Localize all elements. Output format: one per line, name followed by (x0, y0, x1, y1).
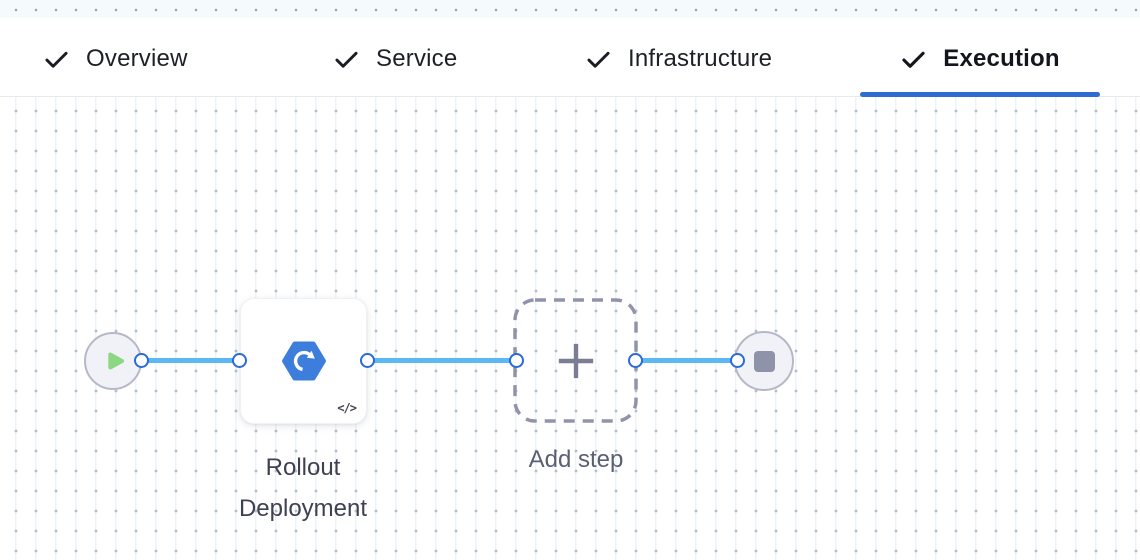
tab-service-label: Service (376, 45, 458, 72)
connector-port[interactable] (134, 353, 149, 368)
tab-overview[interactable]: Overview (43, 18, 188, 96)
check-icon (335, 51, 358, 68)
connector-line (636, 358, 738, 363)
step-label: Rollout Deployment (238, 454, 368, 522)
pipeline-start-node[interactable] (84, 332, 142, 390)
plus-icon (558, 343, 593, 378)
add-step-button[interactable] (513, 298, 638, 423)
tab-service[interactable]: Service (333, 18, 457, 96)
tab-infrastructure-label: Infrastructure (628, 45, 773, 72)
dashed-frame (513, 298, 638, 423)
stage-tab-bar: Overview Service Infrastructure Executio… (0, 18, 1140, 97)
active-tab-underline (860, 92, 1100, 97)
rolling-deployment-icon (281, 341, 326, 381)
check-icon (45, 51, 68, 68)
step-node-rollout-deployment[interactable]: </> (240, 298, 367, 424)
tab-overview-label: Overview (86, 45, 188, 72)
code-badge-icon: </> (337, 401, 357, 415)
check-icon (902, 51, 925, 68)
connector-port[interactable] (628, 353, 643, 368)
connector-line (368, 358, 517, 363)
tab-execution-label: Execution (943, 45, 1060, 72)
tab-execution[interactable]: Execution (860, 18, 1100, 97)
play-icon (108, 352, 125, 370)
connector-port[interactable] (360, 353, 375, 368)
connector-port[interactable] (730, 353, 745, 368)
connector-port[interactable] (509, 353, 524, 368)
check-icon (587, 51, 610, 68)
pipeline-canvas[interactable]: </> Rollout Deployment Add step (0, 97, 1140, 560)
connector-line (142, 358, 240, 363)
stop-icon (753, 350, 775, 372)
canvas-top-strip (0, 0, 1140, 18)
tab-infrastructure[interactable]: Infrastructure (585, 18, 772, 96)
connector-port[interactable] (232, 353, 247, 368)
add-step-label: Add step (528, 446, 624, 473)
